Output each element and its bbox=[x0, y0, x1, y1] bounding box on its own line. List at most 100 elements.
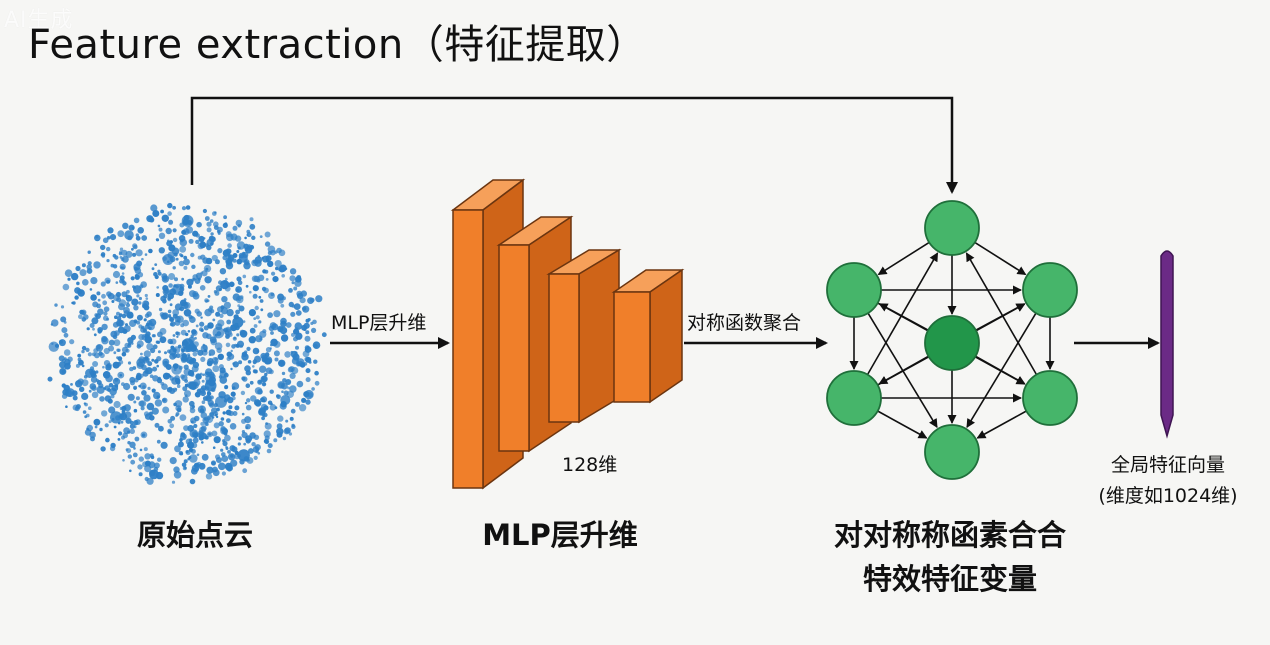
point-cloud-dot bbox=[167, 202, 173, 209]
point-cloud-dot bbox=[218, 364, 224, 370]
point-cloud-dot bbox=[248, 336, 256, 344]
point-cloud-dot bbox=[243, 456, 250, 462]
point-cloud-dot bbox=[195, 233, 200, 238]
point-cloud-dot bbox=[204, 435, 209, 440]
point-cloud-dot bbox=[252, 260, 257, 264]
point-cloud-dot bbox=[94, 352, 100, 359]
point-cloud-dot bbox=[103, 387, 106, 390]
point-cloud-dot bbox=[233, 336, 236, 340]
point-cloud-dot bbox=[89, 288, 93, 291]
point-cloud-dot bbox=[125, 294, 130, 299]
point-cloud-dot bbox=[138, 301, 142, 305]
point-cloud-dot bbox=[140, 327, 147, 333]
point-cloud-dot bbox=[122, 432, 128, 439]
point-cloud-dot bbox=[232, 411, 238, 416]
point-cloud-dot bbox=[218, 391, 226, 399]
point-cloud-dot bbox=[191, 264, 196, 269]
point-cloud-dot bbox=[188, 238, 194, 244]
point-cloud-dot bbox=[226, 319, 232, 325]
point-cloud-dot bbox=[273, 438, 278, 443]
point-cloud-dot bbox=[201, 400, 206, 405]
point-cloud-dot bbox=[122, 222, 129, 229]
node-edge-arrow bbox=[866, 252, 939, 375]
point-cloud-dot bbox=[169, 340, 173, 345]
point-cloud-dot bbox=[133, 420, 139, 426]
point-cloud-dot bbox=[204, 276, 212, 284]
point-cloud-dot bbox=[253, 455, 258, 460]
point-cloud-dot bbox=[262, 329, 267, 334]
point-cloud-dot bbox=[295, 310, 302, 316]
point-cloud-dot bbox=[182, 396, 189, 403]
point-cloud-dot bbox=[231, 386, 236, 390]
point-cloud-dot bbox=[106, 259, 110, 263]
point-cloud-dot bbox=[75, 380, 83, 388]
point-cloud-dot bbox=[160, 295, 167, 302]
point-cloud-dot bbox=[123, 382, 131, 391]
point-cloud-dot bbox=[104, 423, 109, 428]
point-cloud-dot bbox=[172, 205, 177, 210]
point-cloud-dot bbox=[208, 353, 212, 357]
point-cloud-dot bbox=[156, 395, 160, 399]
point-cloud-dot bbox=[199, 327, 204, 332]
point-cloud-dot bbox=[234, 405, 240, 411]
point-cloud-dot bbox=[189, 454, 198, 463]
point-cloud-dot bbox=[234, 235, 242, 242]
point-cloud-dot bbox=[179, 245, 187, 253]
point-cloud-dot bbox=[252, 293, 258, 299]
mlp-block-front bbox=[613, 291, 651, 403]
node-network bbox=[826, 200, 1078, 480]
point-cloud-dot bbox=[97, 298, 101, 302]
point-cloud-dot bbox=[241, 430, 245, 434]
point-cloud-dot bbox=[135, 235, 141, 241]
point-cloud-dot bbox=[157, 269, 161, 273]
point-cloud-dot bbox=[158, 232, 166, 239]
point-cloud-dot bbox=[198, 462, 206, 470]
point-cloud-dot bbox=[242, 274, 247, 279]
node-edge-arrow bbox=[976, 410, 1027, 439]
point-cloud-dot bbox=[174, 277, 178, 282]
point-cloud-dot bbox=[113, 400, 121, 409]
point-cloud-dot bbox=[169, 303, 173, 307]
point-cloud-dot bbox=[307, 318, 311, 322]
point-cloud-dot bbox=[62, 389, 69, 396]
mlp-block-side bbox=[649, 268, 683, 404]
point-cloud-dot bbox=[92, 327, 95, 331]
point-cloud-dot bbox=[267, 312, 273, 318]
node-edge-arrow bbox=[975, 303, 1026, 331]
point-cloud-dot bbox=[169, 457, 177, 465]
point-cloud-dot bbox=[296, 362, 301, 367]
point-cloud bbox=[47, 202, 327, 485]
point-cloud-dot bbox=[60, 316, 67, 323]
point-cloud-dot bbox=[264, 269, 269, 274]
point-cloud-dot bbox=[129, 428, 135, 434]
point-cloud-dot bbox=[98, 351, 103, 356]
point-cloud-dot bbox=[224, 385, 228, 390]
page-title: Feature extraction（特征提取） bbox=[28, 22, 647, 68]
point-cloud-dot bbox=[169, 288, 177, 296]
point-cloud-dot bbox=[118, 359, 124, 365]
point-cloud-dot bbox=[255, 449, 259, 454]
point-cloud-dot bbox=[172, 348, 177, 353]
point-cloud-dot bbox=[118, 415, 121, 419]
point-cloud-dot bbox=[305, 399, 311, 405]
point-cloud-dot bbox=[225, 445, 228, 449]
point-cloud-dot bbox=[129, 319, 137, 327]
point-cloud-dot bbox=[100, 446, 106, 452]
point-cloud-dot bbox=[225, 248, 232, 255]
point-cloud-dot bbox=[193, 423, 198, 429]
point-cloud-dot bbox=[205, 243, 209, 248]
point-cloud-dot bbox=[153, 462, 160, 469]
point-cloud-dot bbox=[203, 237, 206, 240]
node-circle bbox=[924, 424, 980, 480]
point-cloud-dot bbox=[245, 383, 251, 389]
point-cloud-dot bbox=[95, 313, 101, 319]
point-cloud-dot bbox=[202, 373, 205, 377]
point-cloud-dot bbox=[226, 233, 234, 242]
point-cloud-dot bbox=[90, 294, 97, 301]
point-cloud-dot bbox=[214, 357, 218, 361]
mlp-block-front bbox=[548, 273, 580, 423]
point-cloud-dot bbox=[115, 291, 122, 298]
point-cloud-dot bbox=[205, 379, 211, 385]
point-cloud-dot bbox=[220, 426, 226, 432]
point-cloud-dot bbox=[267, 251, 272, 255]
